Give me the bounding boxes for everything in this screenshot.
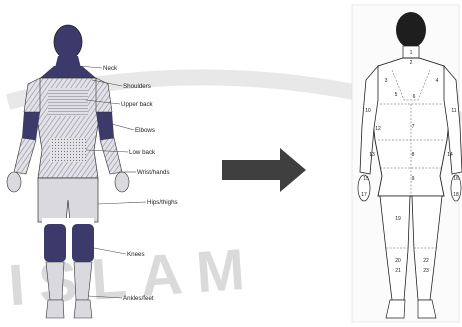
shoulders-region xyxy=(40,66,96,78)
left-forearm xyxy=(14,138,36,174)
zone-number: 14 xyxy=(447,152,453,158)
left-knee-region xyxy=(44,224,66,262)
right-knee-region xyxy=(72,224,94,262)
label-knees: Knees xyxy=(127,251,145,258)
zone-number: 20 xyxy=(395,258,401,264)
hips-thighs-region xyxy=(38,178,98,222)
zone-number: 8 xyxy=(412,152,415,158)
zone-head xyxy=(396,12,426,48)
zone-number: 9 xyxy=(412,176,415,182)
zone-map-panel xyxy=(352,5,462,322)
zone-number: 13 xyxy=(369,152,375,158)
zone-number: 4 xyxy=(436,78,439,84)
right-forearm xyxy=(100,138,122,174)
zone-number: 2 xyxy=(410,60,413,66)
right-arrow-icon xyxy=(222,148,306,192)
zone-number: 10 xyxy=(365,108,371,114)
zone-number: 12 xyxy=(375,126,381,132)
label-ankles-feet: Ankles/feet xyxy=(123,295,154,302)
label-wrist-hands: Wrist/hands xyxy=(137,169,170,176)
zone-number: 22 xyxy=(423,258,429,264)
label-shoulders: Shoulders xyxy=(123,83,151,90)
zone-number: 11 xyxy=(451,108,456,114)
left-upper-arm xyxy=(24,78,40,112)
zone-number: 7 xyxy=(412,124,415,130)
zone-number: 15 xyxy=(363,176,369,182)
zone-number: 5 xyxy=(395,92,398,98)
zone-number: 16 xyxy=(453,176,459,182)
zone-number: 19 xyxy=(395,216,401,222)
head xyxy=(54,25,82,59)
low-back-region xyxy=(50,138,86,162)
zone-number: 17 xyxy=(361,192,367,198)
left-hand xyxy=(7,172,21,192)
left-elbow-region xyxy=(22,112,40,140)
label-hips-thighs: Hips/thighs xyxy=(147,199,178,206)
zone-number: 18 xyxy=(453,192,459,198)
zone-number: 3 xyxy=(385,78,388,84)
label-upper-back: Upper back xyxy=(121,101,154,108)
zone-number: 23 xyxy=(423,268,429,274)
zone-number: 1 xyxy=(410,50,413,56)
label-neck: Neck xyxy=(103,65,118,72)
right-foot xyxy=(74,300,92,318)
label-low-back: Low back xyxy=(129,149,156,156)
zone-number: 6 xyxy=(413,94,416,100)
right-hand xyxy=(115,172,129,192)
right-elbow-region xyxy=(96,112,114,140)
upper-back-region xyxy=(48,88,88,116)
zone-number: 21 xyxy=(395,268,401,274)
left-foot xyxy=(46,300,64,318)
thigh-band xyxy=(42,218,94,223)
label-elbows: Elbows xyxy=(135,127,155,134)
